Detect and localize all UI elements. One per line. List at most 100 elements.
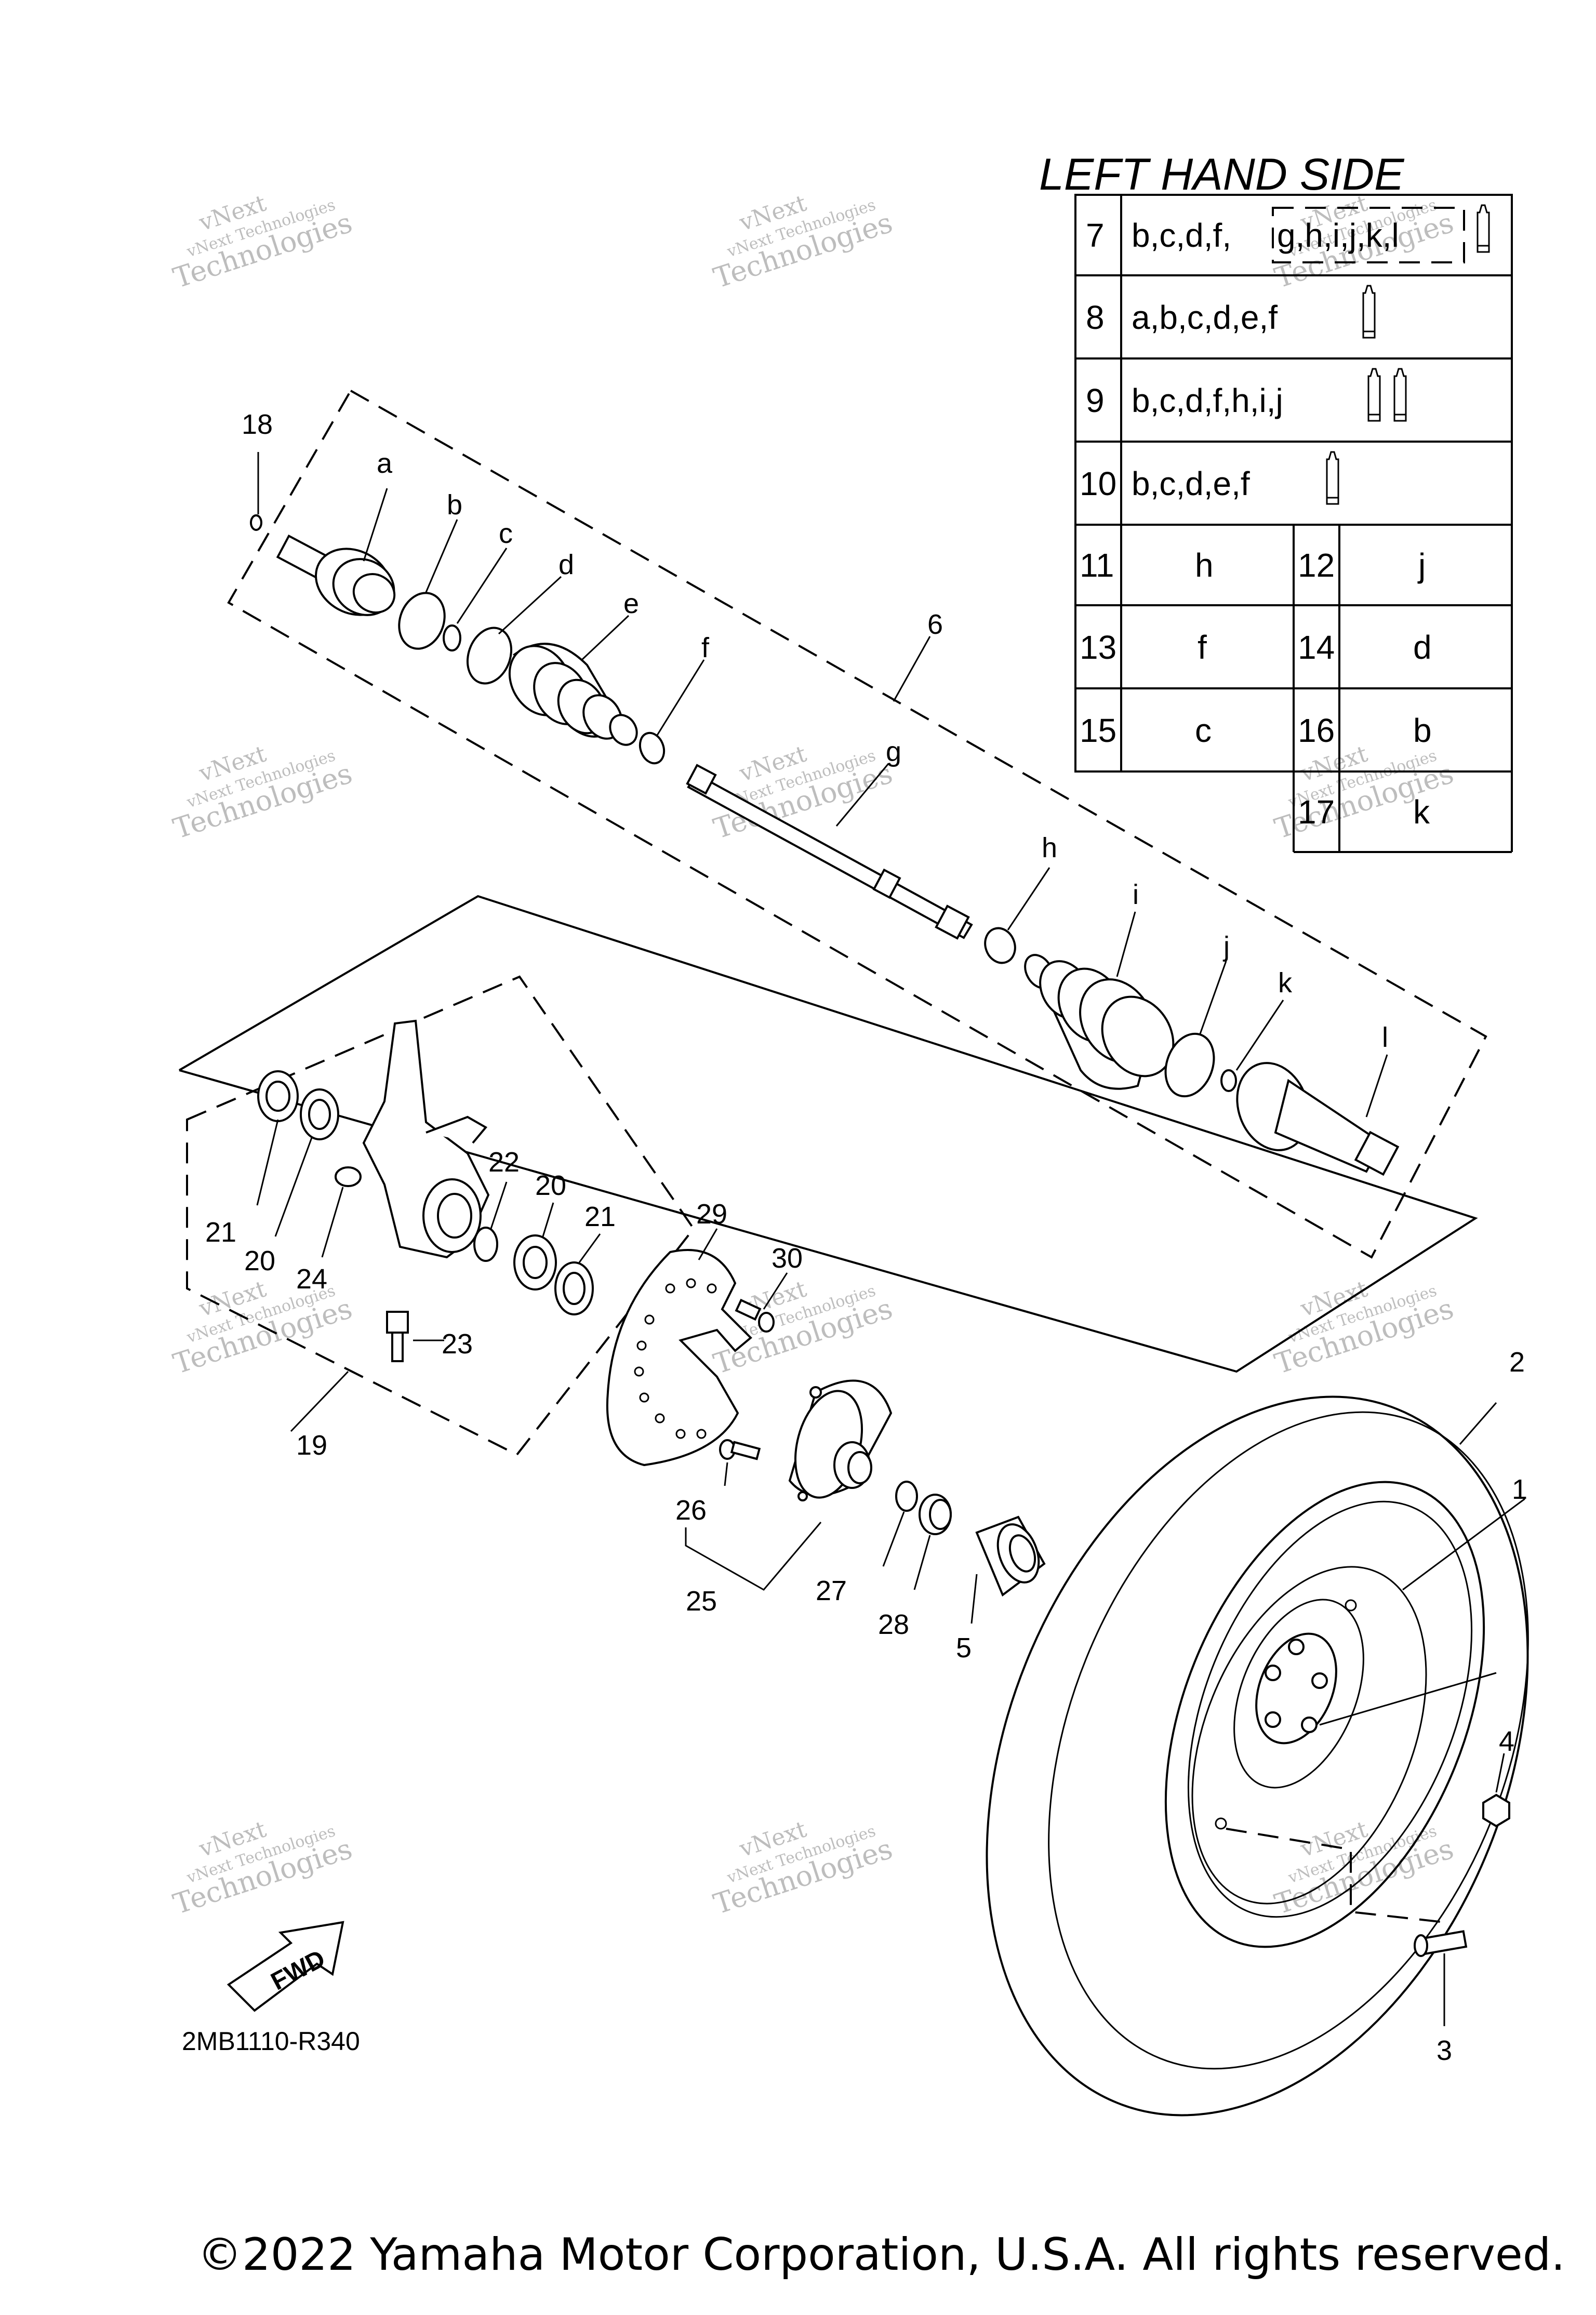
callout-25: 25 <box>686 1586 717 1617</box>
part-f-band <box>639 731 666 765</box>
callout-labels: 1 2 3 4 5 6 18 19 20 20 21 21 22 23 24 2… <box>205 409 1527 2066</box>
callout-23: 23 <box>442 1328 473 1360</box>
part-1-wheel <box>1164 1481 1485 1948</box>
table-cell-letter: b <box>1413 712 1432 749</box>
callout-j: j <box>1222 931 1230 962</box>
grease-tube-icon <box>1367 368 1381 422</box>
watermark: vNext vNext Technologies Technologies <box>1271 1275 1457 1380</box>
callout-l: l <box>1382 1022 1388 1053</box>
table-cell-letter: k <box>1413 793 1430 831</box>
callout-26: 26 <box>675 1495 707 1526</box>
part-21-bearing <box>554 1261 594 1315</box>
part-e-boot <box>508 643 638 746</box>
part-a-outer-cv-joint <box>276 534 396 616</box>
callout-i: i <box>1133 879 1139 910</box>
callout-e: e <box>623 588 639 619</box>
shaft-dashed-outline <box>227 389 1487 1259</box>
table-row-letters: b,c,d,f,h,i,j <box>1132 382 1283 419</box>
part-steering-knuckle <box>362 1019 490 1259</box>
table-row-num: 12 <box>1298 547 1335 584</box>
part-28-nut <box>919 1494 952 1535</box>
table-row-num: 8 <box>1086 299 1105 336</box>
part-c-clip <box>443 624 461 651</box>
callout-28: 28 <box>878 1609 909 1640</box>
part-i-boot <box>1024 954 1175 1090</box>
callout-k: k <box>1278 967 1293 999</box>
callout-g: g <box>886 736 901 767</box>
part-27-washer <box>895 1481 918 1512</box>
callout-1: 1 <box>1512 1474 1527 1505</box>
table-row-letters: b,c,d,e,f <box>1132 465 1250 502</box>
table-row-num: 14 <box>1298 629 1335 666</box>
grease-tube-icon <box>1362 285 1376 339</box>
table-cell-letter: c <box>1195 712 1212 749</box>
callout-a: a <box>377 448 393 479</box>
dashed-group-box <box>1272 207 1465 263</box>
callout-21: 21 <box>584 1201 616 1232</box>
part-d-band <box>466 627 513 685</box>
part-22-ring <box>473 1227 498 1262</box>
part-3-valve <box>1414 1930 1468 1957</box>
callout-c: c <box>499 518 513 549</box>
knuckle-dashed-outline <box>186 975 695 1456</box>
part-h-band <box>984 927 1016 964</box>
callout-2: 2 <box>1509 1347 1525 1378</box>
callout-24: 24 <box>296 1263 327 1295</box>
fwd-arrow-icon: FWD <box>227 1921 344 2012</box>
watermark: vNext vNext Technologies Technologies <box>710 740 896 845</box>
watermark: vNext vNext Technologies Technologies <box>169 740 356 845</box>
callout-d: d <box>558 549 574 580</box>
grease-tube-icon <box>1393 368 1407 422</box>
table-row-num: 13 <box>1080 629 1116 666</box>
callout-21: 21 <box>205 1217 236 1248</box>
part-k-clip <box>1220 1069 1237 1092</box>
watermark: vNext vNext Technologies Technologies <box>710 1816 896 1921</box>
part-5-cap <box>975 1515 1046 1597</box>
table-row-num: 17 <box>1298 793 1335 831</box>
watermark: vNext vNext Technologies Technologies <box>710 190 896 295</box>
table-row-num: 15 <box>1080 712 1116 749</box>
part-2-tire <box>986 1395 1529 2117</box>
watermarks: vNext vNext Technologies Technologies vN… <box>169 190 1457 1921</box>
part-18-clip <box>250 514 262 531</box>
table-row-letters: a,b,c,d,e,f <box>1132 299 1278 336</box>
callout-h: h <box>1042 832 1057 863</box>
callout-30: 30 <box>772 1243 803 1274</box>
part-j-band <box>1164 1032 1215 1098</box>
callout-f: f <box>701 632 710 663</box>
callout-18: 18 <box>242 409 273 440</box>
table-row-num: 16 <box>1298 712 1335 749</box>
part-20-seal <box>513 1234 557 1290</box>
table-row-num: 7 <box>1086 217 1105 254</box>
part-26-bolt <box>719 1439 761 1460</box>
grease-tube-icon <box>1477 204 1490 253</box>
table-title: LEFT HAND SIDE <box>1039 150 1405 199</box>
watermark: vNext vNext Technologies Technologies <box>169 1816 356 1921</box>
callout-27: 27 <box>816 1575 847 1606</box>
part-25-hub <box>788 1379 893 1501</box>
callout-29: 29 <box>696 1199 727 1230</box>
callout-5: 5 <box>956 1632 972 1664</box>
part-20-seal <box>300 1088 339 1140</box>
table-cell-letter: d <box>1413 629 1432 666</box>
callout-20: 20 <box>244 1245 275 1276</box>
callout-4: 4 <box>1499 1726 1514 1757</box>
part-4-nut <box>1482 1793 1510 1828</box>
part-b-circlip <box>398 592 446 650</box>
left-hand-side-table: LEFT HAND SIDE 7 b,c,d,f, g,h,i,j,k,l 8 … <box>1039 150 1513 853</box>
watermark: vNext vNext Technologies Technologies <box>169 190 356 295</box>
diagram-code: 2MB1110-R340 <box>182 2027 360 2056</box>
callout-19: 19 <box>296 1430 327 1461</box>
table-cell-letter: h <box>1195 547 1214 584</box>
callout-3: 3 <box>1437 2035 1452 2066</box>
part-24-circlip <box>335 1166 362 1187</box>
part-g-shaft <box>686 764 973 940</box>
part-21-bearing <box>257 1070 299 1122</box>
part-30-bolt <box>735 1298 775 1333</box>
copyright-notice: ©2022 Yamaha Motor Corporation, U.S.A. A… <box>197 2229 1565 2281</box>
table-row-num: 11 <box>1080 547 1114 584</box>
grease-tube-icon <box>1326 451 1339 505</box>
drive-shaft-assembly <box>227 389 1487 1259</box>
table-row-num: 9 <box>1086 382 1105 419</box>
